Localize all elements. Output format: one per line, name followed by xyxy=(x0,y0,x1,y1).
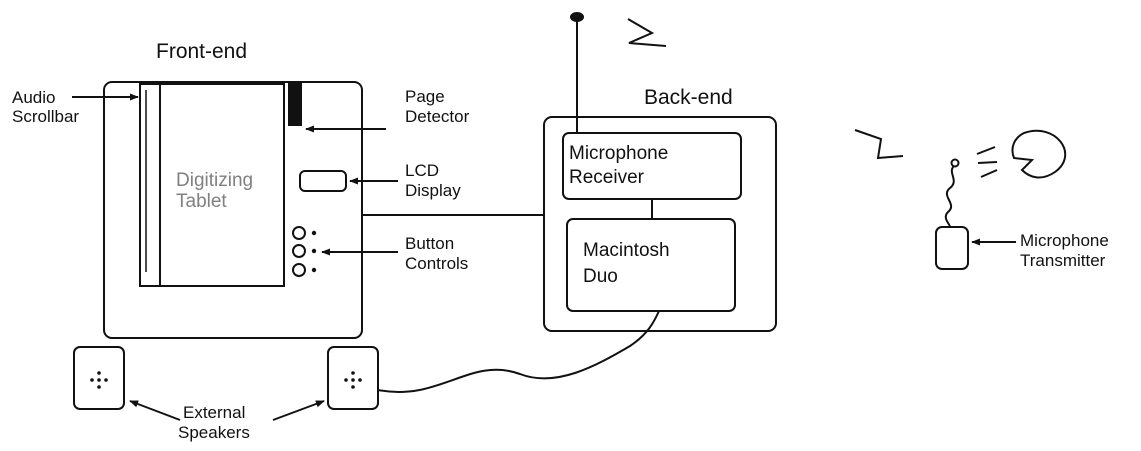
microphone-transmitter-label-line2: Transmitter xyxy=(1020,251,1106,270)
page-detector-label-line2: Detector xyxy=(405,107,470,126)
macintosh-duo-label-line2: Duo xyxy=(583,266,618,287)
speaker-cable xyxy=(377,310,660,393)
antenna-signal-zigzag xyxy=(627,18,667,47)
lcd-display-label-line1: LCD xyxy=(405,161,439,180)
right-speaker-grille xyxy=(344,371,362,389)
page-detector xyxy=(288,82,302,126)
left-speaker xyxy=(73,346,125,410)
transmitter-signal-zigzag xyxy=(854,129,904,160)
sound-line-2 xyxy=(977,161,998,164)
microphone-receiver-label-line1: Microphone xyxy=(569,143,668,164)
right-speaker-arrow xyxy=(272,400,325,421)
back-end-housing xyxy=(543,116,777,332)
macintosh-duo-label-line1: Macintosh xyxy=(583,240,670,261)
control-button-3 xyxy=(292,263,306,277)
lcd-display-label-line2: Display xyxy=(405,181,461,200)
back-end-title: Back-end xyxy=(644,86,733,109)
digitizing-tablet xyxy=(159,83,285,287)
digitizing-tablet-label-line2: Tablet xyxy=(176,191,227,212)
macintosh-duo-box xyxy=(566,218,736,312)
microphone-transmitter-label-line1: Microphone xyxy=(1020,231,1109,250)
audio-scrollbar-label-line2: Scrollbar xyxy=(12,107,79,126)
sound-line-3 xyxy=(980,169,998,178)
button-led-1 xyxy=(311,230,317,236)
front-end-housing xyxy=(103,81,363,339)
button-led-3 xyxy=(311,267,317,273)
external-speakers-label-line1: External xyxy=(183,403,245,422)
button-led-2 xyxy=(311,248,317,254)
audio-scrollbar-strip xyxy=(139,83,161,287)
microphone-head xyxy=(950,158,960,168)
external-speakers-label-line2: Speakers xyxy=(178,423,250,442)
page-detector-label-line1: Page xyxy=(405,87,445,106)
lcd-display xyxy=(299,170,347,192)
microphone-transmitter-box xyxy=(935,226,969,270)
control-button-1 xyxy=(292,226,306,240)
right-speaker xyxy=(327,346,379,410)
control-button-2 xyxy=(292,244,306,258)
speaker-head-icon xyxy=(1011,129,1067,179)
left-speaker-grille xyxy=(90,371,108,389)
front-end-title: Front-end xyxy=(156,40,247,63)
left-speaker-arrow xyxy=(129,400,181,421)
button-controls-label-line1: Button xyxy=(405,234,454,253)
button-controls-label-line2: Controls xyxy=(405,254,468,273)
antenna-tip xyxy=(570,12,584,22)
audio-scrollbar-label-line1: Audio xyxy=(12,88,55,107)
digitizing-tablet-label-line1: Digitizing xyxy=(176,170,253,191)
microphone-cord xyxy=(944,164,956,228)
sound-line-1 xyxy=(976,146,996,155)
microphone-receiver-label-line2: Receiver xyxy=(569,167,645,188)
